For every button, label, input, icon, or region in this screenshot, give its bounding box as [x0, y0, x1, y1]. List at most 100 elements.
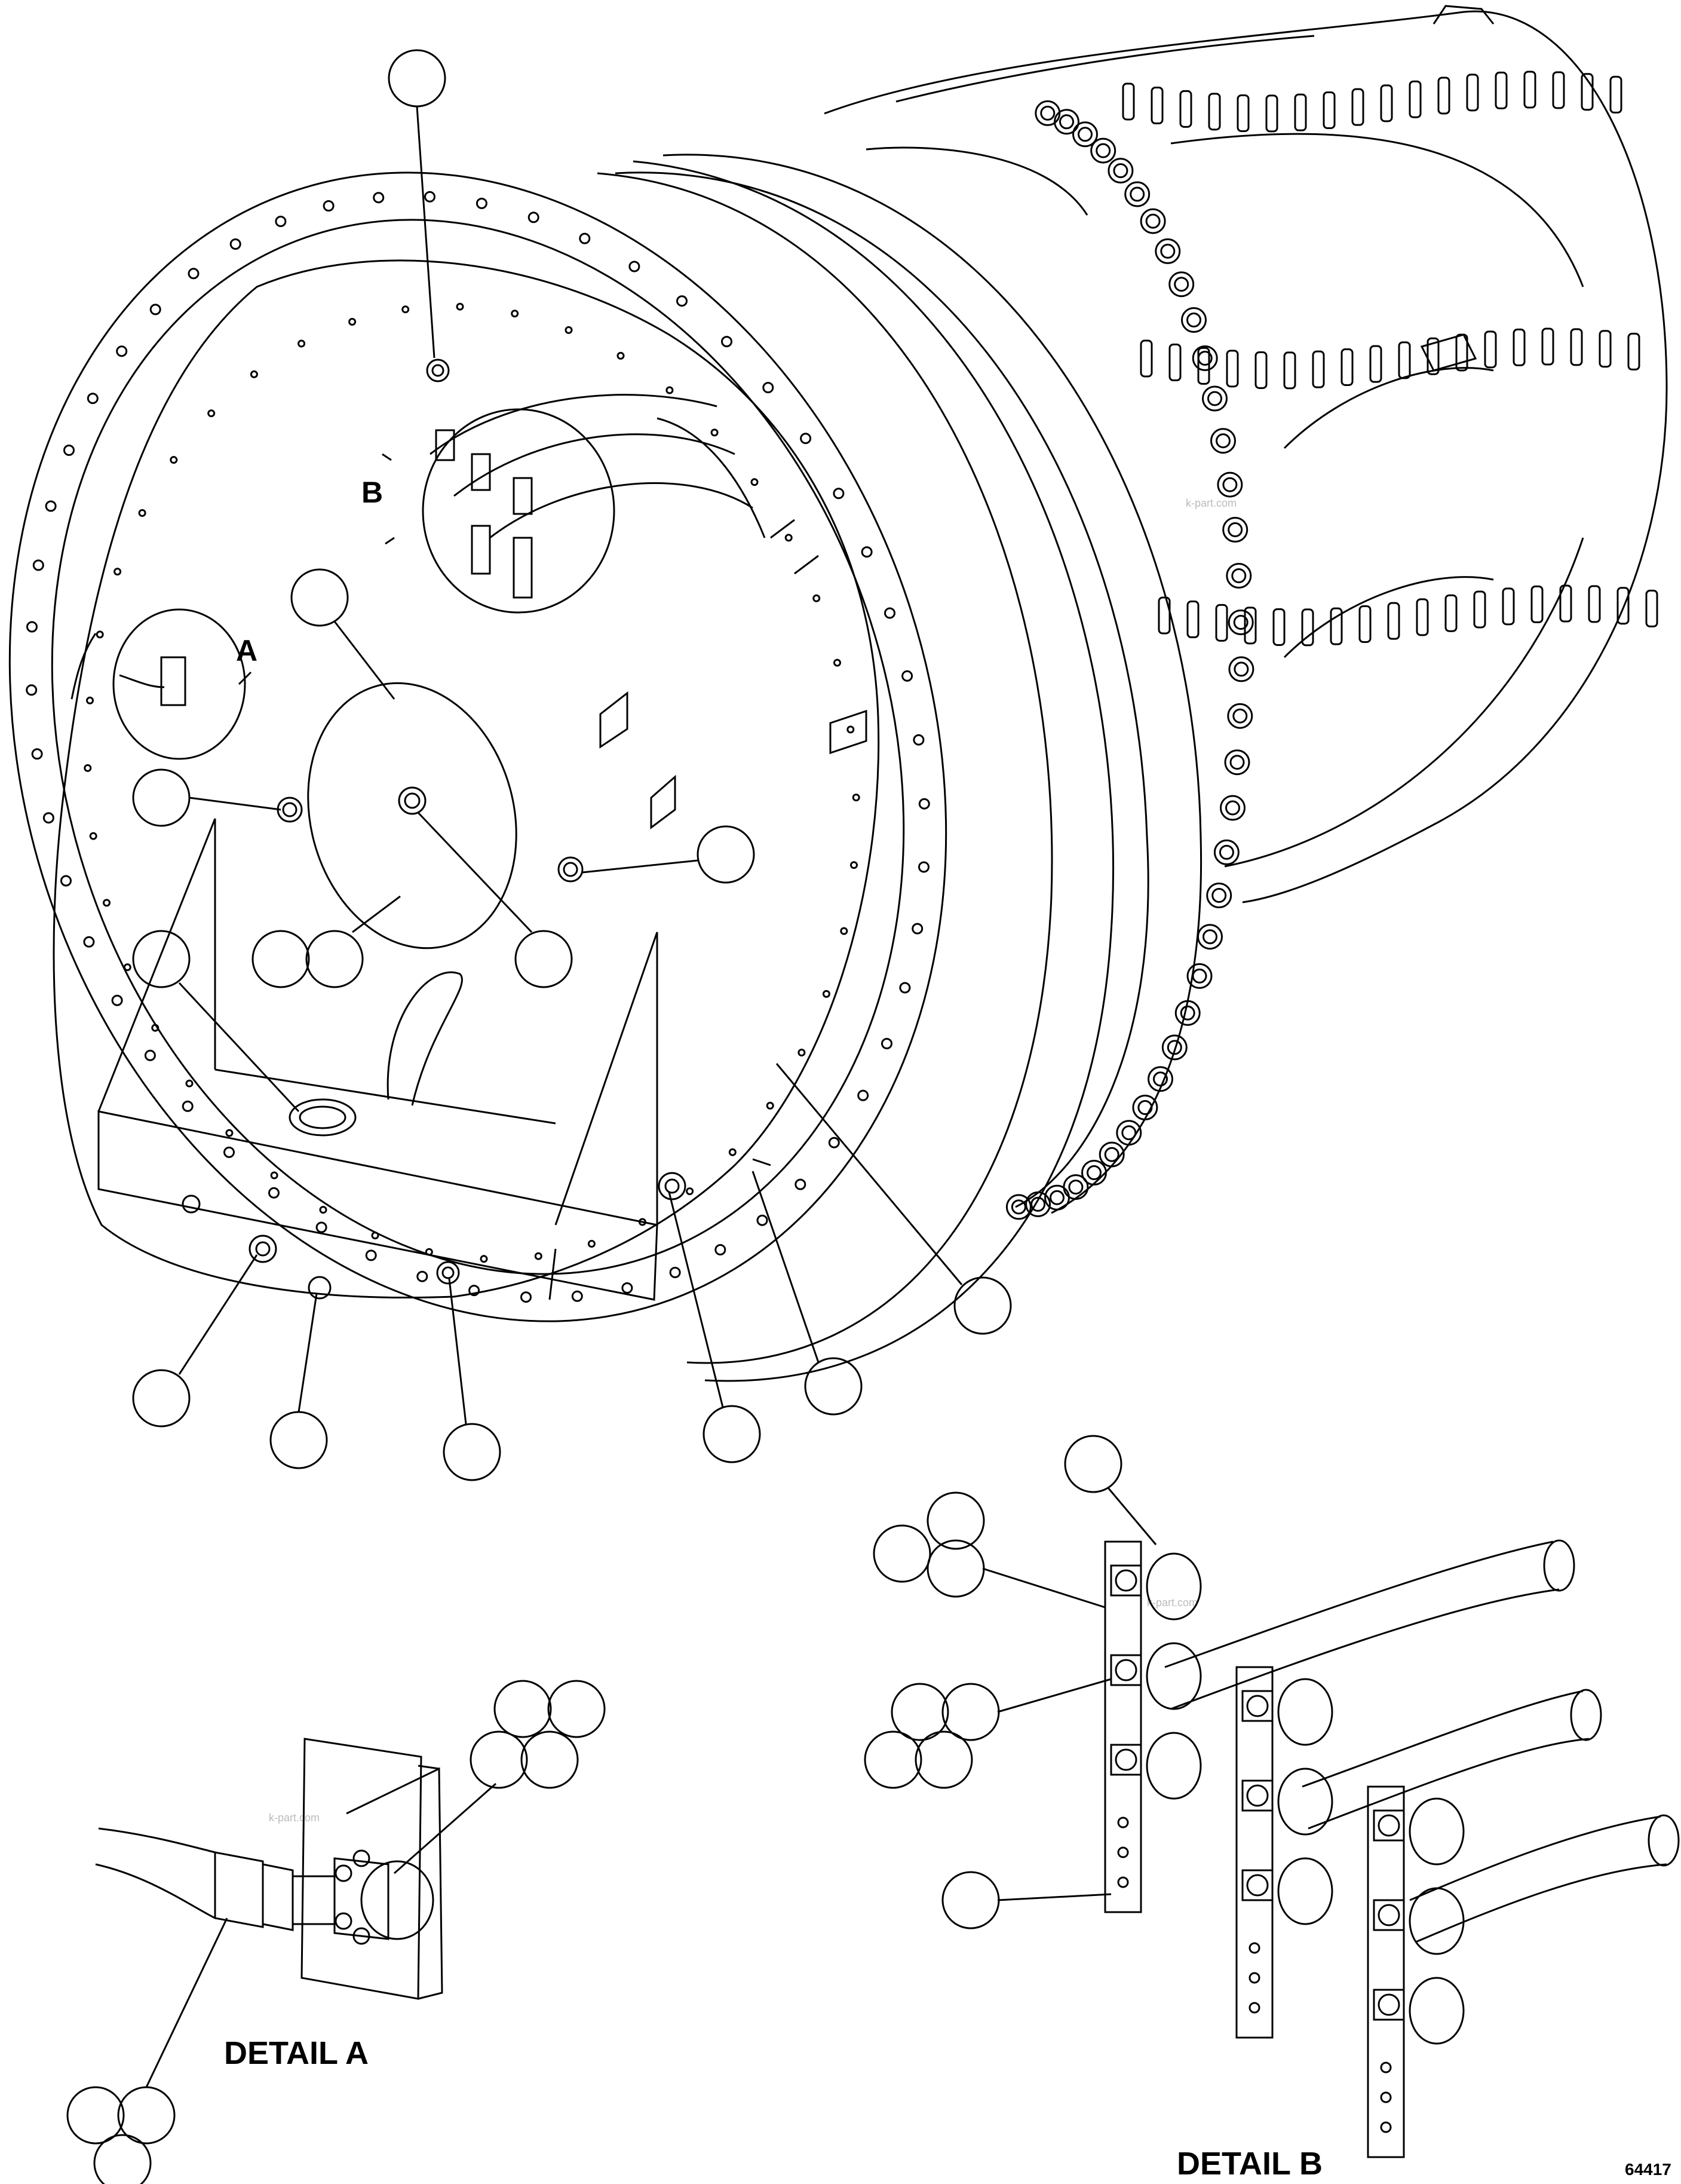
ring-nut: [1072, 121, 1098, 148]
drum-tube: [1416, 598, 1429, 636]
figure-number: 64417: [1625, 2160, 1671, 2179]
flange-bolt-hole: [373, 192, 385, 204]
nut-block: [1110, 1744, 1142, 1776]
ring-nut-inner: [1145, 213, 1161, 229]
insulator: [1146, 1732, 1202, 1800]
flange-bolt-hole: [912, 923, 924, 935]
nut-block: [1241, 1690, 1274, 1722]
ring-nut: [1174, 1000, 1201, 1026]
cover-plate-bolts: [84, 302, 860, 1263]
stud: [1378, 1904, 1400, 1926]
insulator: [1146, 1552, 1202, 1621]
ring-nut: [1132, 1095, 1158, 1120]
ring-nut: [1116, 1120, 1142, 1146]
callout-bubbles-main: [132, 49, 1012, 1481]
caption-detail-a: DETAIL A: [224, 2035, 369, 2071]
cover-bolt: [850, 861, 858, 869]
ring-nut-inner: [1011, 1199, 1026, 1215]
flange-bolt-hole: [365, 1249, 377, 1261]
ring-nut-inner: [1078, 127, 1093, 142]
ring-nut-inner: [1104, 1147, 1119, 1162]
ring-nut: [1224, 749, 1250, 776]
nut-block: [1373, 1899, 1405, 1931]
cover-bolt: [170, 456, 178, 464]
ring-nut: [1228, 609, 1254, 635]
flange-bolt-hole: [223, 1146, 235, 1158]
ring-nut-inner: [1219, 844, 1234, 860]
ring-nut-inner: [1222, 477, 1238, 492]
cover-bolt: [565, 326, 573, 334]
cover-bolt: [750, 478, 759, 486]
insulator: [1409, 1797, 1465, 1866]
flange-bolt-hole: [188, 268, 200, 280]
flange-bolt-holes: [26, 191, 930, 1303]
flange-bolt-hole: [42, 812, 54, 824]
busbar-hole: [1380, 2121, 1392, 2133]
drum-tube: [1588, 585, 1601, 623]
ring-nut: [1227, 703, 1253, 729]
drum-tube: [1122, 82, 1135, 121]
drum-tube: [1301, 608, 1314, 647]
ring-nut-inner: [1231, 568, 1247, 583]
detail-b-callout: [382, 408, 615, 614]
cover-bolt: [225, 1129, 234, 1137]
cover-bolt: [207, 409, 216, 418]
rear-flange-ring: [597, 160, 1114, 1382]
ring-nut: [1063, 1174, 1089, 1200]
drum-tube: [1495, 71, 1508, 109]
ring-nut-inner: [1068, 1180, 1084, 1195]
stud: [1115, 1659, 1137, 1681]
ring-nut: [1228, 656, 1254, 682]
drum-tube: [1552, 71, 1565, 109]
detail-b-drawing: [864, 1435, 1680, 2158]
drum-tube: [1265, 94, 1278, 133]
ring-nut-inner: [1040, 105, 1056, 121]
drum-tube: [1541, 327, 1554, 366]
insulator: [1409, 1887, 1465, 1955]
cover-bolt: [797, 1049, 806, 1056]
flange-bolt-hole: [913, 734, 925, 746]
bolt-ring: [615, 100, 1254, 1220]
ring-nut-inner: [1174, 277, 1189, 292]
drain-tray: [97, 818, 771, 1301]
nut-block: [1373, 1989, 1405, 2021]
drum-tube: [1330, 607, 1343, 645]
ring-nut-inner: [1030, 1196, 1046, 1212]
ring-nut: [1192, 345, 1218, 371]
stud: [1378, 1993, 1400, 2016]
ring-nut: [1005, 1194, 1032, 1220]
busbar: [1104, 1540, 1142, 1913]
drum-tube: [1502, 587, 1515, 626]
flange-bolt-hole: [424, 191, 435, 203]
ring-nut: [1081, 1160, 1107, 1186]
flange-bolt-hole: [857, 1089, 869, 1101]
flange-bolt-hole: [828, 1137, 840, 1148]
ring-nut: [1124, 181, 1151, 207]
cover-bolt: [270, 1171, 278, 1180]
ring-nut-inner: [1216, 433, 1231, 449]
ring-nut-inner: [1186, 313, 1201, 327]
ring-nut: [1168, 271, 1195, 298]
busbar-hole: [1249, 1972, 1260, 1984]
ring-nut: [1213, 839, 1240, 865]
cover-bolt: [534, 1252, 542, 1260]
flange-bolt-hole: [116, 345, 128, 357]
bolt-ring-nuts: [1005, 100, 1254, 1220]
drum-tube: [1609, 75, 1622, 114]
flange-bolt-hole: [795, 1178, 806, 1190]
drum-tube: [1513, 328, 1526, 366]
drum-tube: [1409, 80, 1422, 118]
watermark-3: k-part.com: [269, 1812, 320, 1824]
ring-nut: [1217, 471, 1243, 498]
nut-block: [1241, 1779, 1274, 1812]
insulator: [1277, 1857, 1333, 1925]
cover-bolt: [511, 310, 519, 318]
caption-detail-b: DETAIL B: [1177, 2146, 1323, 2182]
flange-bolt-hole: [571, 1290, 583, 1302]
cover-bolt: [114, 568, 122, 576]
drum-tube: [1437, 76, 1450, 115]
cover-bolt: [840, 927, 848, 935]
drum-tube: [1559, 584, 1572, 623]
ring-nut: [1226, 563, 1252, 589]
drum-tube: [1272, 608, 1286, 646]
